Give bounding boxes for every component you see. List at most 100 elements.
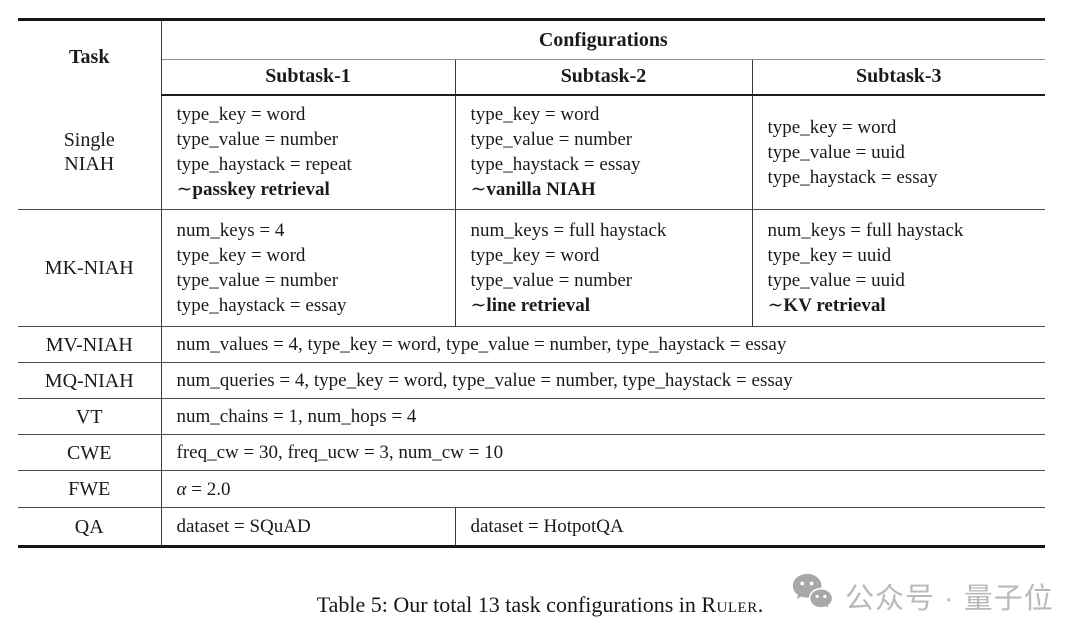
config-text: type_key = word	[470, 245, 600, 266]
header-row-top: Task Configurations	[18, 19, 1046, 95]
config-line: dataset = SQuAD	[177, 514, 451, 539]
config-cell: dataset = SQuAD	[160, 507, 455, 547]
subtask-2-header: Subtask-2	[454, 59, 752, 96]
config-line: type_value = uuid	[768, 268, 1042, 293]
config-line: ∼KV retrieval	[768, 293, 1042, 318]
task-label: MV-NIAH	[18, 326, 162, 363]
config-text: = 2.0	[186, 478, 231, 500]
config-cell: num_keys = 4 type_key = word type_value = …	[160, 209, 455, 327]
table-row: MV-NIAH num_values = 4, type_key = word, …	[18, 326, 1046, 363]
task-column-header: Task	[18, 19, 162, 95]
table-row: VT num_chains = 1, num_hops = 4	[18, 398, 1046, 435]
config-line: num_values = 4, type_key = word, type_va…	[177, 332, 1042, 357]
config-cell: num_keys = full haystack type_key = word t…	[454, 209, 752, 327]
config-text: type_key = word	[176, 245, 306, 266]
config-text: num_keys = full haystack	[767, 220, 964, 241]
task-label: QA	[18, 507, 162, 547]
table-header: Task Configurations Subtask-1 Subtask-2 …	[18, 19, 1046, 96]
config-line: α = 2.0	[177, 477, 1042, 502]
config-text: ∼	[176, 179, 193, 201]
config-text: dataset = SQuAD	[176, 516, 311, 537]
config-text: type_haystack = repeat	[176, 154, 352, 176]
config-line: num_keys = 4	[177, 218, 451, 243]
caption-ruler-smallcaps: Ruler	[701, 592, 758, 617]
watermark: 公众号 · 量子位	[789, 570, 1054, 621]
config-cell: freq_cw = 30, freq_ucw = 3, num_cw = 10	[160, 434, 1046, 471]
config-text: type_value = number	[470, 129, 633, 151]
config-note-bold: line retrieval	[486, 295, 591, 316]
config-text: num_keys = full haystack	[470, 220, 667, 241]
caption-prefix: Table 5: Our total 13 task configuration…	[316, 592, 702, 617]
table-caption: Table 5: Our total 13 task configuration…	[0, 592, 1080, 618]
config-line: type_haystack = essay	[471, 152, 748, 177]
task-label: CWE	[18, 434, 162, 471]
config-text: num_queries = 4, type_key = word, type_v…	[176, 370, 793, 391]
config-note-bold: vanilla NIAH	[486, 179, 596, 201]
task-configurations-table: Task Configurations Subtask-1 Subtask-2 …	[18, 18, 1046, 548]
table-row: MK-NIAH num_keys = 4 type_key = word type_v…	[18, 209, 1046, 327]
config-line: type_key = uuid	[768, 243, 1042, 268]
config-line: dataset = HotpotQA	[471, 514, 1042, 539]
config-line: num_chains = 1, num_hops = 4	[177, 404, 1042, 429]
config-line: type_value = number	[471, 127, 748, 152]
task-label: VT	[18, 398, 162, 435]
config-text: type_value = number	[176, 129, 339, 151]
config-note-bold: passkey retrieval	[192, 179, 330, 201]
config-text: type_key = word	[767, 116, 897, 138]
config-text: type_haystack = essay	[176, 295, 347, 316]
config-line: type_haystack = essay	[177, 293, 451, 318]
config-text: dataset = HotpotQA	[470, 516, 624, 537]
config-line: type_haystack = repeat	[177, 152, 451, 177]
config-cell: num_queries = 4, type_key = word, type_v…	[160, 362, 1046, 399]
config-line: type_value = number	[177, 127, 451, 152]
task-label: FWE	[18, 470, 162, 508]
config-cell: type_key = word type_value = number type_h…	[160, 94, 455, 210]
config-cell: dataset = HotpotQA	[454, 507, 1046, 547]
config-text: ∼	[767, 295, 784, 316]
config-cell: type_key = word type_value = uuid type_hay…	[751, 94, 1046, 210]
config-text: type_key = word	[176, 104, 306, 126]
config-text: type_value = uuid	[767, 141, 905, 163]
header-row-subtasks: Subtask-1 Subtask-2 Subtask-3	[18, 59, 1046, 96]
task-label: MQ-NIAH	[18, 362, 162, 399]
wechat-icon	[789, 570, 835, 621]
config-text: α	[176, 478, 187, 500]
table-row: CWE freq_cw = 30, freq_ucw = 3, num_cw = …	[18, 434, 1046, 471]
config-text: num_chains = 1, num_hops = 4	[176, 406, 417, 427]
config-text: type_value = uuid	[767, 270, 905, 291]
config-cell: num_values = 4, type_key = word, type_va…	[160, 326, 1046, 363]
config-text: freq_cw = 30, freq_ucw = 3, num_cw = 10	[176, 442, 504, 463]
config-text: type_key = word	[470, 104, 600, 126]
config-line: type_value = number	[177, 268, 451, 293]
config-line: num_keys = full haystack	[768, 218, 1042, 243]
config-line: type_key = word	[768, 115, 1042, 140]
config-line: type_key = word	[471, 243, 748, 268]
table-row: MQ-NIAH num_queries = 4, type_key = word,…	[18, 362, 1046, 399]
config-text: type_value = number	[470, 270, 633, 291]
config-text: num_values = 4, type_key = word, type_va…	[176, 334, 787, 355]
watermark-text: 公众号 · 量子位	[845, 582, 1054, 615]
config-line: freq_cw = 30, freq_ucw = 3, num_cw = 10	[177, 440, 1042, 465]
config-text: type_value = number	[176, 270, 339, 291]
configurations-header: Configurations	[160, 19, 1046, 60]
config-text: type_haystack = essay	[767, 166, 938, 188]
table-row: FWE α = 2.0	[18, 470, 1046, 508]
subtask-1-header: Subtask-1	[160, 59, 455, 96]
config-line: ∼passkey retrieval	[177, 177, 451, 202]
config-line: type_key = word	[177, 102, 451, 127]
config-cell: num_chains = 1, num_hops = 4	[160, 398, 1046, 435]
subtask-3-header: Subtask-3	[751, 59, 1046, 96]
config-text: num_keys = 4	[176, 220, 285, 241]
config-text: ∼	[470, 179, 487, 201]
task-label: MK-NIAH	[18, 209, 162, 327]
config-line: ∼line retrieval	[471, 293, 748, 318]
table-row: QA dataset = SQuAD dataset = HotpotQA	[18, 507, 1046, 547]
config-note-bold: KV retrieval	[783, 295, 886, 316]
config-line: num_queries = 4, type_key = word, type_v…	[177, 368, 1042, 393]
